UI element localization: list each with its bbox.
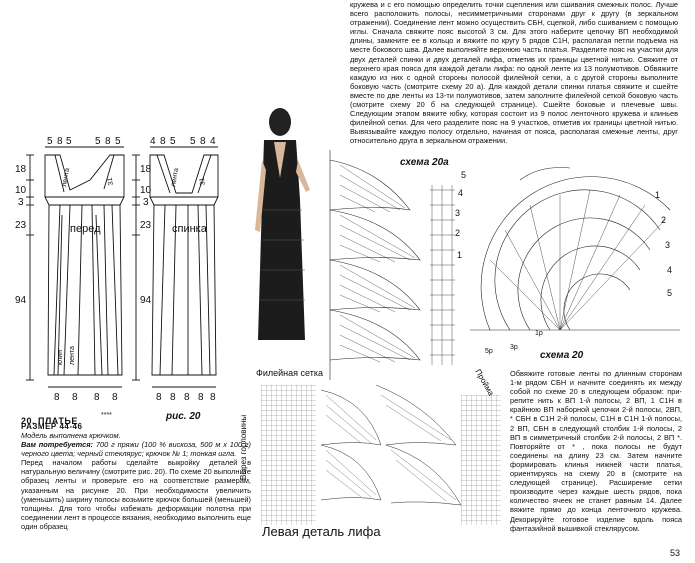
left-bodice-chart — [261, 385, 501, 525]
dress-pattern-drawing: 5 8 5 5 8 5 4 8 5 5 8 4 18 10 3 23 94 18… — [15, 136, 219, 403]
svg-text:8: 8 — [160, 136, 166, 147]
svg-text:5: 5 — [190, 136, 196, 147]
svg-text:8: 8 — [57, 136, 63, 147]
svg-text:8: 8 — [198, 392, 204, 403]
page-number: 53 — [670, 548, 681, 558]
svg-text:8: 8 — [54, 392, 60, 403]
svg-text:18: 18 — [140, 164, 152, 175]
svg-text:лента: лента — [170, 167, 180, 187]
filet-label: Филейная сетка — [256, 368, 323, 378]
svg-text:8: 8 — [200, 136, 206, 147]
schema-20a-diagram — [329, 150, 455, 380]
schema-20a-label: схема 20а — [400, 157, 449, 168]
front-label: перед — [70, 223, 101, 235]
article-block: 20. ПЛАТЬЕ **** рис. 20 РАЗМЕР 44-46 Мод… — [21, 411, 252, 531]
svg-text:8: 8 — [105, 136, 111, 147]
svg-text:5: 5 — [170, 136, 176, 147]
svg-text:94: 94 — [140, 295, 152, 306]
left-detail-label: Левая деталь лифа — [262, 524, 381, 539]
svg-text:18: 18 — [15, 164, 27, 175]
svg-text:8: 8 — [170, 392, 176, 403]
article-title: 20. ПЛАТЬЕ — [21, 416, 78, 426]
svg-text:8: 8 — [210, 392, 216, 403]
right-paragraph: Обвяжите готовые ленты по длинным сторон… — [510, 369, 682, 533]
svg-text:лента: лента — [69, 346, 76, 365]
article-size: РАЗМЕР 44-46 — [21, 422, 83, 431]
svg-text:клин: клин — [57, 350, 64, 365]
svg-text:8: 8 — [156, 392, 162, 403]
svg-text:5: 5 — [66, 136, 72, 147]
svg-text:23: 23 — [15, 220, 27, 231]
top-paragraph: кружева и с его помощью определить точки… — [350, 0, 678, 146]
svg-text:4: 4 — [150, 136, 156, 147]
figure-label: рис. 20 — [166, 411, 201, 422]
model-photo — [250, 100, 318, 365]
svg-text:5: 5 — [47, 136, 53, 147]
svg-text:8: 8 — [72, 392, 78, 403]
svg-text:8: 8 — [184, 392, 190, 403]
svg-text:31: 31 — [107, 177, 115, 186]
svg-text:8: 8 — [112, 392, 118, 403]
back-label: спинка — [172, 223, 208, 235]
svg-text:4: 4 — [210, 136, 216, 147]
svg-text:8: 8 — [94, 392, 100, 403]
svg-text:5: 5 — [95, 136, 101, 147]
schema-20-label: схема 20 — [540, 350, 584, 361]
svg-text:3: 3 — [18, 197, 24, 208]
svg-text:10: 10 — [15, 185, 27, 196]
svg-text:23: 23 — [140, 220, 152, 231]
svg-text:3: 3 — [143, 197, 149, 208]
cut-label: Вырез горловины — [239, 414, 248, 480]
svg-text:31: 31 — [199, 177, 207, 186]
schema-20-diagram — [470, 167, 680, 331]
svg-text:5: 5 — [115, 136, 121, 147]
svg-text:10: 10 — [140, 185, 152, 196]
svg-text:94: 94 — [15, 295, 27, 306]
svg-text:лента: лента — [61, 167, 71, 187]
